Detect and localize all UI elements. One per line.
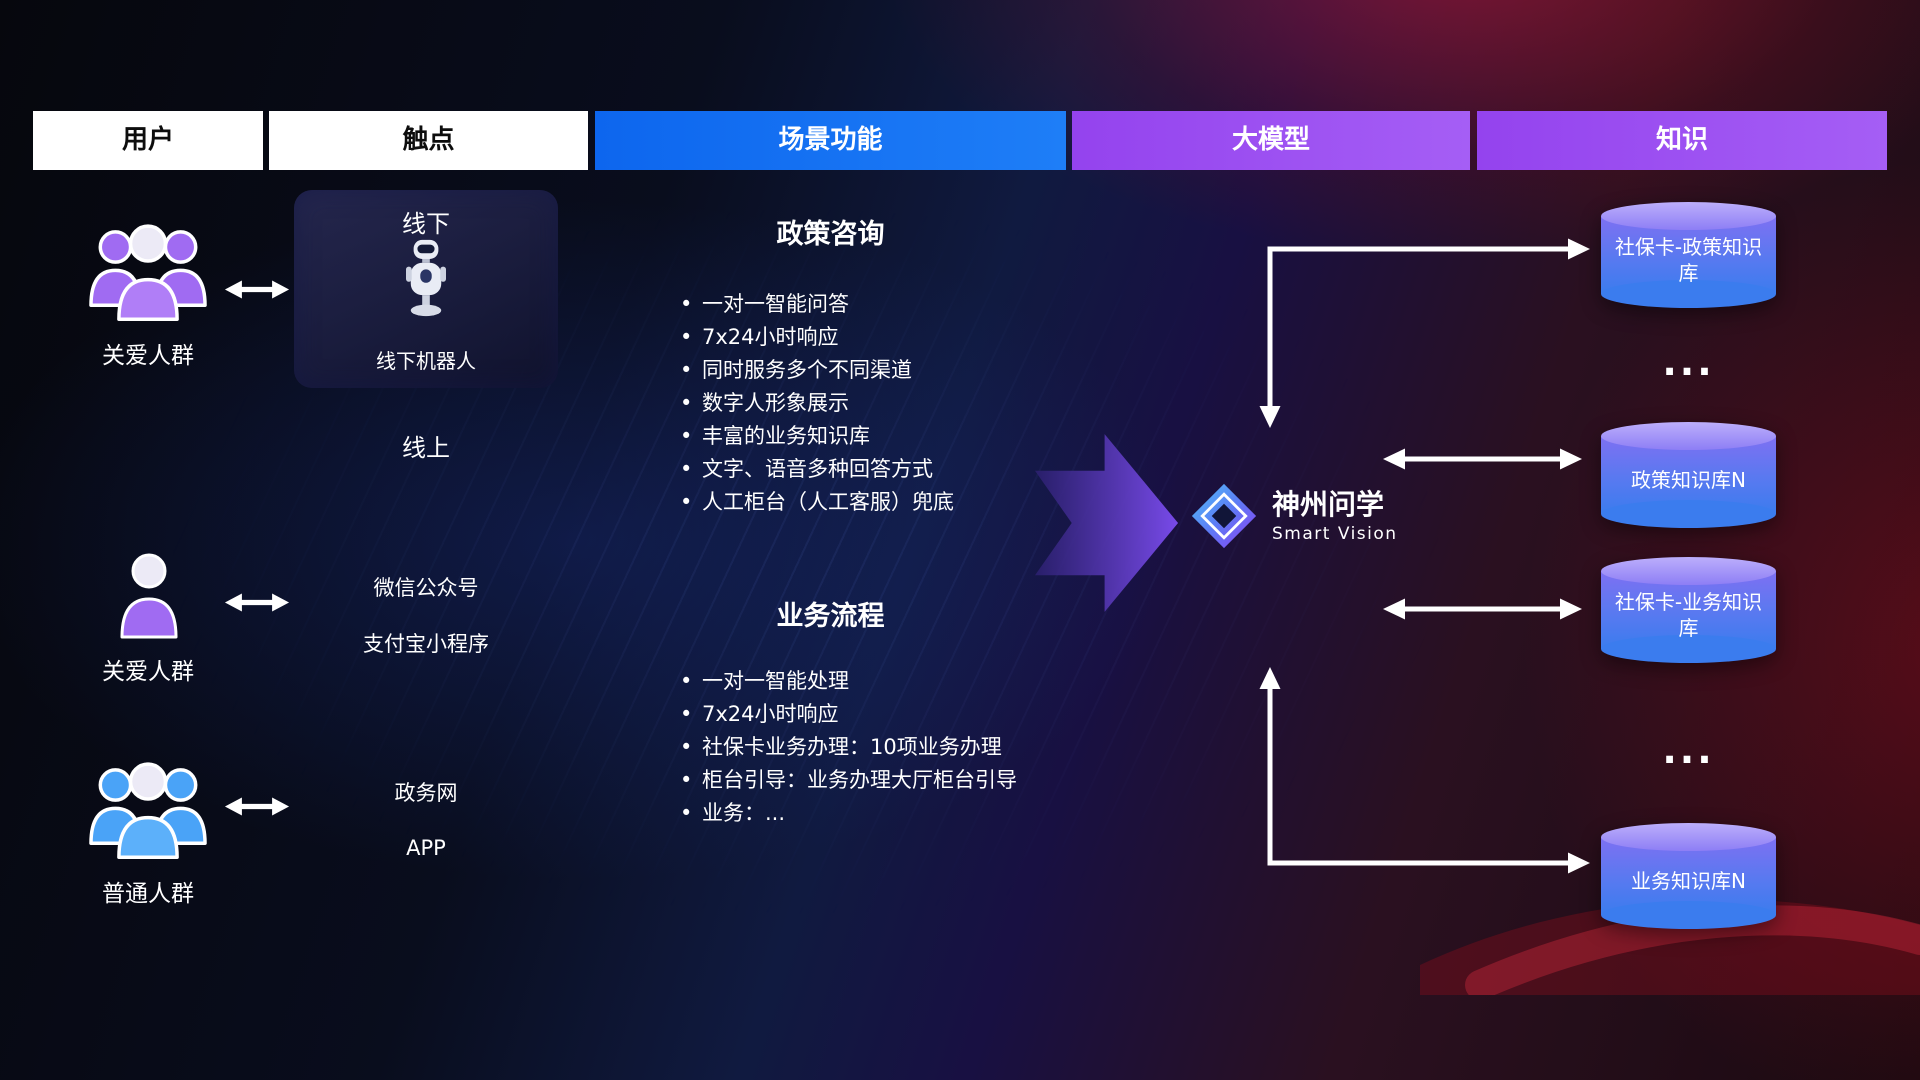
list-item: 一对一智能问答 xyxy=(678,288,954,321)
list-item: 业务：... xyxy=(678,797,1017,830)
care-person-icon xyxy=(120,553,178,639)
channel-alipay: 支付宝小程序 xyxy=(363,632,489,656)
column-header-touchpoints: 触点 xyxy=(269,111,588,170)
list-item: 7x24小时响应 xyxy=(678,321,954,354)
care-group-icon xyxy=(89,224,207,321)
column-header-users: 用户 xyxy=(33,111,263,170)
online-title: 线上 xyxy=(402,434,450,462)
cylinder-cap xyxy=(1601,202,1776,230)
list-item: 数字人形象展示 xyxy=(678,387,954,420)
user-label-care-group-2: 关爱人群 xyxy=(102,659,194,685)
knowledge-db-business-n: 业务知识库N xyxy=(1601,823,1776,929)
list-item: 一对一智能处理 xyxy=(678,665,1017,698)
offline-robot-label: 线下机器人 xyxy=(376,349,476,373)
knowledge-db-label: 社保卡-业务知识库 xyxy=(1614,590,1763,640)
general-group-icon xyxy=(89,762,207,859)
column-header-knowledge: 知识 xyxy=(1477,111,1887,170)
list-item: 人工柜台（人工客服）兜底 xyxy=(678,486,954,519)
bidirectional-arrow-icon xyxy=(224,593,290,612)
knowledge-connectors xyxy=(1259,238,1590,874)
smart-vision-logo-icon xyxy=(1191,483,1257,549)
column-header-scenarios: 场景功能 xyxy=(595,111,1066,170)
channel-app: APP xyxy=(406,836,446,860)
model-logo-block: 神州问学 Smart Vision xyxy=(1190,482,1398,550)
cylinder-cap xyxy=(1601,557,1776,585)
model-subtitle: Smart Vision xyxy=(1272,523,1398,544)
flow-arrow-icon xyxy=(1035,434,1179,612)
user-label-care-group-1: 关爱人群 xyxy=(102,343,194,369)
knowledge-db-policy-n: 政策知识库N xyxy=(1601,422,1776,528)
user-label-general-group: 普通人群 xyxy=(102,881,194,907)
scenario-title-business: 业务流程 xyxy=(776,601,885,632)
knowledge-db-policy-ssc: 社保卡-政策知识库 xyxy=(1601,202,1776,308)
knowledge-ellipsis: ... xyxy=(1662,728,1715,772)
robot-icon xyxy=(406,239,446,317)
cylinder-base xyxy=(1601,635,1776,663)
knowledge-db-label: 政策知识库N xyxy=(1631,468,1746,492)
cylinder-cap xyxy=(1601,823,1776,851)
list-item: 柜台引导：业务办理大厅柜台引导 xyxy=(678,764,1017,797)
column-header-model: 大模型 xyxy=(1072,111,1470,170)
channel-wechat: 微信公众号 xyxy=(373,576,479,600)
list-item: 文字、语音多种回答方式 xyxy=(678,453,954,486)
model-name: 神州问学 xyxy=(1272,487,1385,521)
model-name-block: 神州问学 Smart Vision xyxy=(1272,487,1398,544)
knowledge-db-label: 社保卡-政策知识库 xyxy=(1614,235,1763,285)
business-feature-list: 一对一智能处理 7x24小时响应 社保卡业务办理：10项业务办理 柜台引导：业务… xyxy=(678,665,1017,830)
policy-feature-list: 一对一智能问答 7x24小时响应 同时服务多个不同渠道 数字人形象展示 丰富的业… xyxy=(678,288,954,519)
cylinder-base xyxy=(1601,901,1776,929)
knowledge-ellipsis: ... xyxy=(1662,340,1715,384)
bidirectional-arrow-icon xyxy=(224,797,290,816)
knowledge-db-business-ssc: 社保卡-业务知识库 xyxy=(1601,557,1776,663)
offline-touchpoint-card: 线下 线下机器人 xyxy=(294,190,558,388)
list-item: 7x24小时响应 xyxy=(678,698,1017,731)
cylinder-cap xyxy=(1601,422,1776,450)
offline-title: 线下 xyxy=(402,210,450,238)
cylinder-base xyxy=(1601,280,1776,308)
knowledge-db-label: 业务知识库N xyxy=(1631,869,1746,893)
channel-gov-web: 政务网 xyxy=(394,781,458,805)
list-item: 同时服务多个不同渠道 xyxy=(678,354,954,387)
bidirectional-arrow-icon xyxy=(224,280,290,299)
cylinder-base xyxy=(1601,500,1776,528)
list-item: 社保卡业务办理：10项业务办理 xyxy=(678,731,1017,764)
list-item: 丰富的业务知识库 xyxy=(678,420,954,453)
scenario-title-policy: 政策咨询 xyxy=(776,219,885,250)
